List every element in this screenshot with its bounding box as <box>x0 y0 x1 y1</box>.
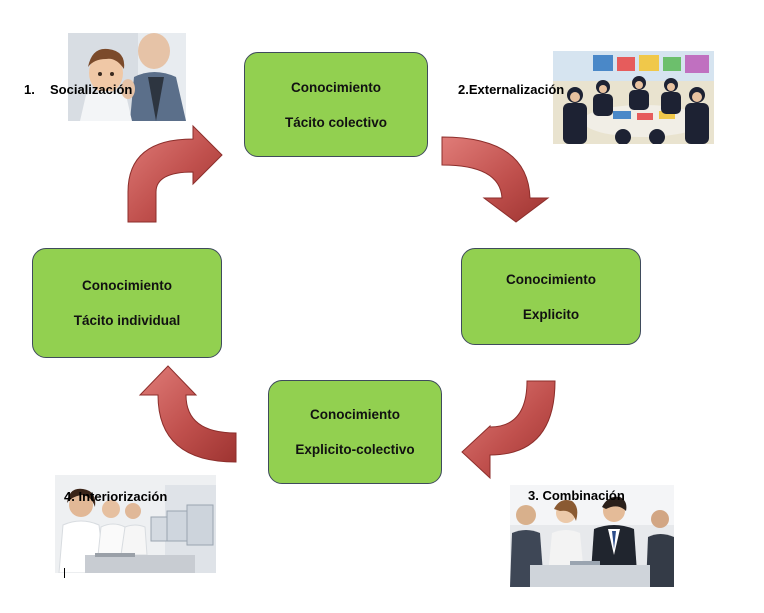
label-externalizacion: 2.Externalización <box>458 82 565 97</box>
box-line1: Conocimiento <box>82 278 172 293</box>
label-interiorizacion: 4. Interiorización <box>64 489 168 504</box>
box-line2: Tácito individual <box>73 313 181 328</box>
label-socializacion: 1. Socialización <box>24 82 132 97</box>
label-combinacion: 3. Combinación <box>528 488 625 503</box>
box-line2: Explicito-colectivo <box>295 442 415 457</box>
photo-externalizacion <box>553 51 714 144</box>
photo-combinacion <box>510 485 674 587</box>
text-cursor <box>64 568 65 578</box>
box-line2: Tácito colectivo <box>284 114 388 130</box>
box-line1: Conocimiento <box>310 407 400 422</box>
arrow-socializacion <box>127 124 223 223</box>
box-explicito: Conocimiento Explicito <box>461 248 641 345</box>
label-number: 1. <box>24 82 35 97</box>
box-tacito-individual: Conocimiento Tácito individual <box>32 248 222 358</box>
arrow-interiorizacion <box>138 365 237 463</box>
arrow-combinacion <box>461 380 556 480</box>
box-explicito-colectivo: Conocimiento Explicito-colectivo <box>268 380 442 484</box>
label-text: Socialización <box>50 82 133 97</box>
photo-socializacion <box>68 33 186 121</box>
photo-interiorizacion <box>55 475 216 573</box>
box-line1: Conocimiento <box>291 79 381 95</box>
box-line2: Explicito <box>522 306 580 322</box>
box-line1: Conocimiento <box>506 271 596 287</box>
arrow-externalizacion <box>441 136 550 223</box>
box-tacito-colectivo: Conocimiento Tácito colectivo <box>244 52 428 157</box>
